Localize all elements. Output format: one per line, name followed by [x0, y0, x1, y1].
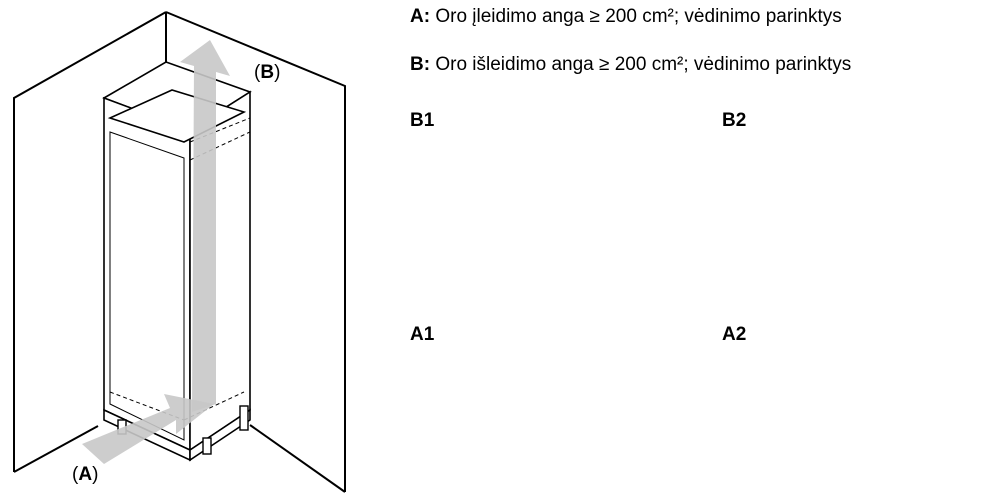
legend-a-key: A:: [410, 6, 431, 27]
callout-b-letter: B: [260, 62, 275, 83]
callout-a-letter: A: [78, 464, 93, 485]
callout-b-close: ): [274, 62, 281, 83]
panel-label-a1: A1: [410, 324, 435, 345]
left-wall: [14, 12, 166, 252]
callout-b-open: (: [254, 62, 261, 83]
callout-b: (B): [254, 62, 280, 84]
panel-label-b2: B2: [722, 110, 747, 131]
panel-label-a2: A2: [722, 324, 747, 345]
legend-a-text: Oro įleidimo anga ≥ 200 cm²; vėdinimo pa…: [430, 6, 842, 27]
cabinet-housing: [102, 61, 252, 462]
callout-a-open: (: [72, 464, 79, 485]
legend-b-text: Oro išleidimo anga ≥ 200 cm²; vėdinimo p…: [430, 54, 852, 75]
callout-a-close: ): [92, 464, 99, 485]
panel-label-b1: B1: [410, 110, 435, 131]
airflow-arrows-3d: [82, 40, 230, 464]
callout-a: (A): [72, 464, 98, 486]
legend-b-key: B:: [410, 54, 431, 75]
legend-b: B: Oro išleidimo anga ≥ 200 cm²; vėdinim…: [410, 54, 851, 76]
legend-a: A: Oro įleidimo anga ≥ 200 cm²; vėdinimo…: [410, 6, 842, 28]
